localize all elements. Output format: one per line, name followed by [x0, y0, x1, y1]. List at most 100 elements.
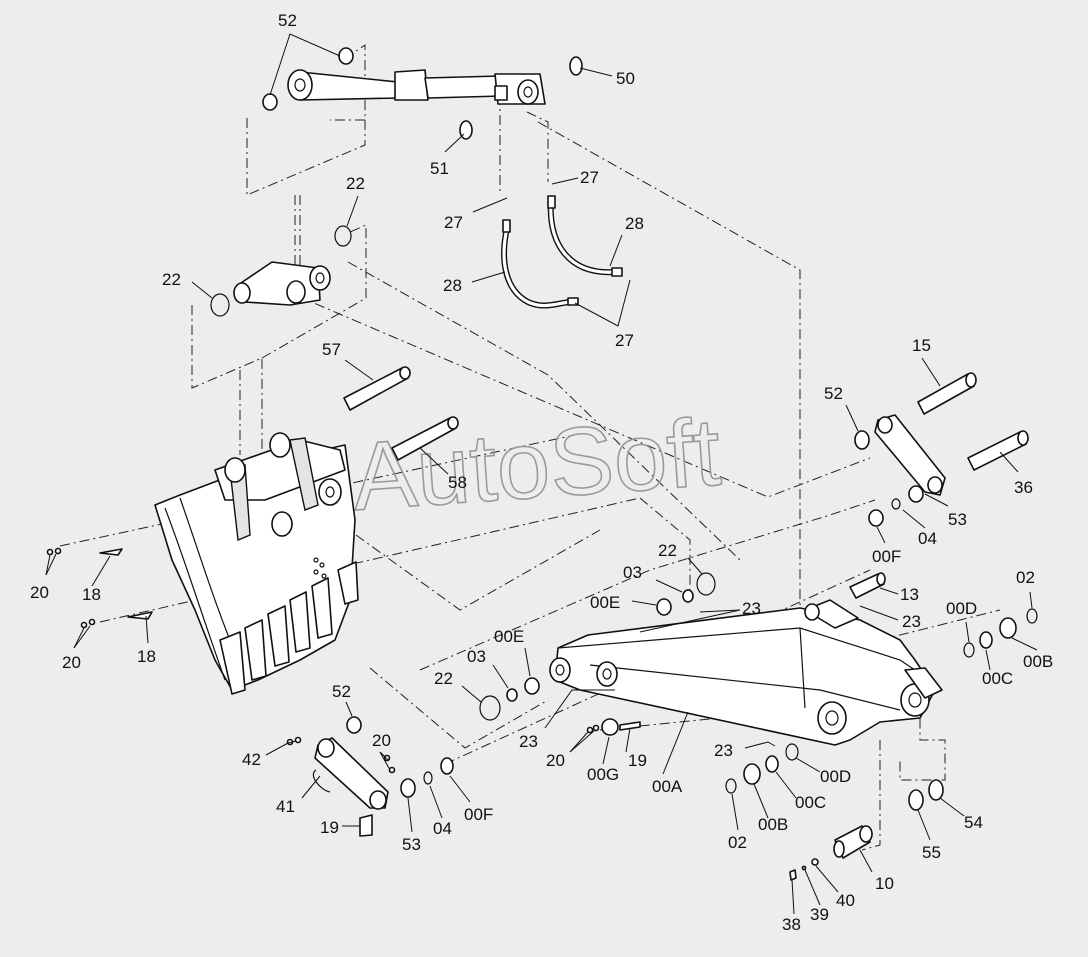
label-41: 41 [276, 797, 295, 816]
label-04-right: 04 [918, 529, 937, 548]
shim-54 [928, 779, 944, 801]
label-28-left: 28 [443, 276, 462, 295]
label-13: 13 [900, 585, 919, 604]
pin-58 [391, 416, 459, 461]
pin-13 [849, 572, 886, 599]
nut-00G [601, 718, 619, 736]
shim-55 [908, 789, 924, 811]
label-00D-right: 00D [946, 599, 977, 618]
ring-03-mid [682, 589, 694, 603]
bolt-19-mid [619, 721, 641, 731]
pin-57 [343, 366, 411, 411]
bushing-00B-right [999, 617, 1017, 639]
o-ring-22-mid [696, 572, 716, 596]
label-22-top: 22 [346, 174, 365, 193]
shim-50 [569, 56, 583, 76]
label-00C-low: 00C [795, 793, 826, 812]
pin-15 [917, 372, 977, 415]
label-22-left: 22 [162, 270, 181, 289]
label-00G: 00G [587, 765, 619, 784]
label-20-upper-left: 20 [30, 583, 49, 602]
label-00E-low: 00E [494, 627, 524, 646]
label-00B-right: 00B [1023, 652, 1053, 671]
ring-53-lower [400, 778, 416, 798]
label-02-right: 02 [1016, 568, 1035, 587]
label-03-low: 03 [467, 647, 486, 666]
ring-52-right [854, 430, 870, 450]
label-23-lower-right: 23 [714, 741, 733, 760]
label-18-lower: 18 [137, 647, 156, 666]
label-27-upper-right: 27 [580, 168, 599, 187]
label-04-lower: 04 [433, 819, 452, 838]
label-40: 40 [836, 891, 855, 910]
pin-20-mid-b [592, 724, 600, 732]
pin-39 [801, 865, 807, 871]
bucket-link [233, 261, 331, 306]
label-51: 51 [430, 159, 449, 178]
label-52-lower: 52 [332, 682, 351, 701]
ring-52-top-right [338, 47, 354, 65]
o-ring-22-low [479, 695, 501, 721]
side-link-lower-left [312, 737, 389, 837]
o-ring-22-left [210, 293, 230, 317]
washer-40 [811, 858, 819, 866]
ring-00D-low [785, 743, 799, 761]
side-link-upper-right [874, 414, 946, 496]
label-00F-lower: 00F [464, 805, 493, 824]
label-00B-low: 00B [758, 815, 788, 834]
label-00E-mid: 00E [590, 593, 620, 612]
ring-53-right [908, 485, 924, 503]
label-50: 50 [616, 69, 635, 88]
label-20-lower-left: 20 [62, 653, 81, 672]
bushing-00E-mid [656, 598, 672, 616]
label-02-low: 02 [728, 833, 747, 852]
bolt-38 [789, 869, 797, 881]
bushing-00B-low [743, 763, 761, 785]
label-20-mid: 20 [546, 751, 565, 770]
seal-00C-low [765, 755, 779, 773]
label-52-right: 52 [824, 384, 843, 403]
label-53-lower: 53 [402, 835, 421, 854]
pin-20-lower-a [383, 754, 391, 762]
label-03-mid: 03 [623, 563, 642, 582]
label-00A: 00A [652, 777, 683, 796]
label-22-low: 22 [434, 669, 453, 688]
label-19-lower: 19 [320, 818, 339, 837]
arm [549, 599, 943, 746]
ring-02-right [1026, 608, 1038, 624]
label-27-upper-left: 27 [444, 213, 463, 232]
label-22-mid: 22 [658, 541, 677, 560]
label-42: 42 [242, 750, 261, 769]
label-23-lower-left: 23 [519, 732, 538, 751]
label-00C-right: 00C [982, 669, 1013, 688]
pin-20-lower-b [388, 766, 396, 774]
label-15: 15 [912, 336, 931, 355]
label-53-right: 53 [948, 510, 967, 529]
pin-36 [967, 430, 1029, 471]
seal-00C-right [979, 631, 993, 649]
ring-04-lower [423, 771, 433, 785]
pin-42-b [294, 736, 302, 744]
ring-02-low [725, 778, 737, 794]
part-labels: 52 50 51 27 27 22 28 22 28 27 57 15 52 5… [30, 11, 1053, 934]
o-ring-22-upper [334, 225, 352, 247]
label-52-top: 52 [278, 11, 297, 30]
ring-03-low [506, 688, 518, 702]
ring-00D-right [963, 642, 975, 658]
pin-10 [833, 825, 873, 859]
label-54: 54 [964, 813, 983, 832]
bucket [154, 432, 359, 695]
leader-lines [45, 33, 1038, 915]
hydraulic-hoses [501, 195, 623, 309]
label-10: 10 [875, 874, 894, 893]
label-19-mid: 19 [628, 751, 647, 770]
bushing-00F-right [868, 509, 884, 527]
ring-52-top-left [262, 93, 278, 111]
label-27-lower: 27 [615, 331, 634, 350]
label-36: 36 [1014, 478, 1033, 497]
label-00D-low: 00D [820, 767, 851, 786]
label-23-right: 23 [902, 612, 921, 631]
label-28-right: 28 [625, 214, 644, 233]
label-38: 38 [782, 915, 801, 934]
